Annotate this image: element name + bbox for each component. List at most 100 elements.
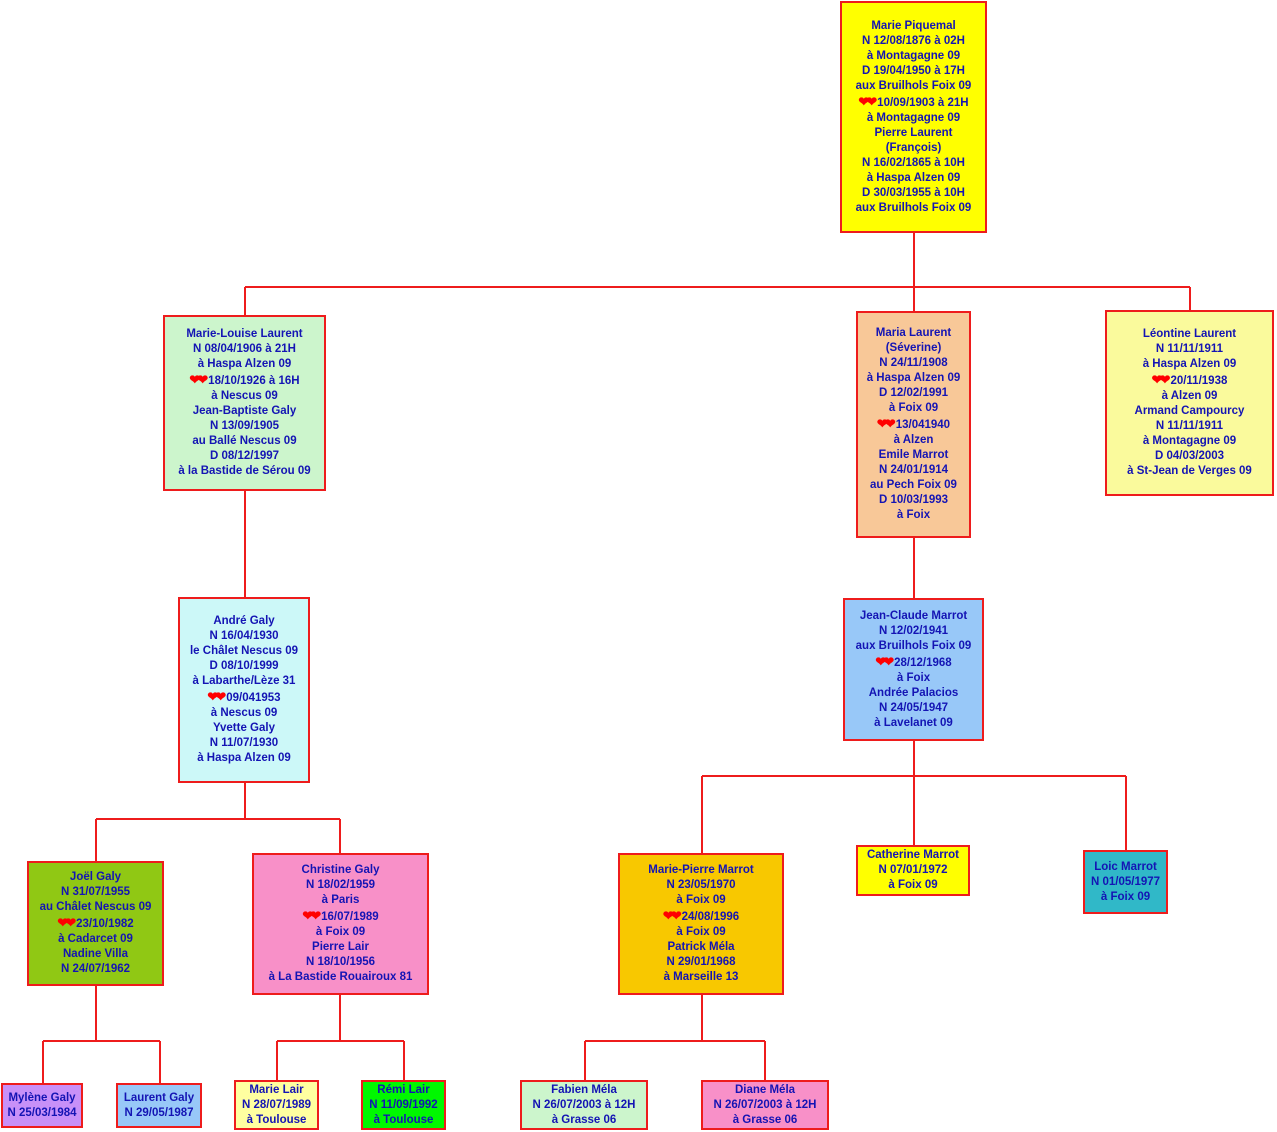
person-detail-text: 28/12/1968 (894, 656, 952, 669)
person-detail-line: Loic Marrot (1094, 860, 1157, 875)
person-detail-text: 20/11/1938 (1170, 375, 1228, 387)
person-detail-line: à la Bastide de Sérou 09 (178, 464, 310, 479)
person-detail-text: N 07/01/1972 (878, 864, 948, 876)
person-detail-text: (Séverine) (885, 342, 942, 354)
person-detail-text: Fabien Méla (551, 1083, 617, 1096)
person-detail-text: N 11/11/1911 (1155, 343, 1224, 355)
person-detail-text: à Marseille 13 (663, 971, 739, 983)
person-detail-text: D 10/03/1993 (878, 494, 949, 506)
person-box-marie-piquemal: Marie Piquemal N 12/08/1876 à 02H à Montag… (840, 1, 987, 233)
person-detail-text: aux Bruilhols Foix 09 (855, 79, 972, 92)
person-detail-line: Jean-Claude Marrot (860, 609, 967, 624)
person-detail-text: N 31/07/1955 (60, 886, 131, 898)
person-detail-line: à Haspa Alzen 09 (1143, 357, 1237, 372)
person-detail-text: Nadine Villa (63, 948, 128, 960)
person-detail-text: Pierre Lair (312, 941, 369, 953)
person-detail-line: N 13/09/1905 (210, 419, 279, 434)
person-detail-line: N 16/04/1930 (209, 629, 278, 644)
person-detail-line: N 29/01/1968 (666, 955, 735, 970)
person-detail-line: Joël Galy (70, 870, 121, 885)
person-detail-text: N 28/07/1989 (241, 1098, 312, 1111)
person-detail-text: N 12/08/1876 à 02H (862, 34, 965, 47)
person-detail-line: à Montagagne 09 (867, 49, 960, 64)
person-detail-text: à Alzen 09 (1161, 390, 1218, 402)
person-detail-line: Armand Campourcy (1135, 404, 1245, 419)
person-detail-text: D 19/04/1950 à 17H (862, 64, 965, 77)
person-detail-line: N 28/07/1989 (242, 1098, 311, 1113)
person-detail-line: Catherine Marrot (867, 848, 959, 863)
person-detail-text: aux Bruilhols Foix 09 (855, 201, 972, 214)
heart-icon: ❤❤ (875, 653, 894, 669)
person-detail-line: à La Bastide Rouairoux 81 (269, 970, 413, 985)
person-detail-text: à Haspa Alzen 09 (866, 372, 961, 384)
person-detail-text: à Foix 09 (1100, 890, 1151, 903)
person-detail-line: N 11/07/1930 (210, 736, 278, 751)
person-detail-text: Patrick Méla (667, 941, 735, 953)
person-detail-text: Catherine Marrot (866, 849, 960, 861)
heart-icon: ❤❤ (876, 416, 896, 431)
person-detail-text: Rémi Lair (377, 1083, 430, 1096)
person-detail-line: à Alzen 09 (1162, 389, 1218, 404)
person-detail-line: D 08/12/1997 (210, 449, 279, 464)
person-detail-text: à Montagagne 09 (1142, 435, 1237, 447)
person-detail-text: à Foix 09 (888, 402, 939, 414)
person-detail-line: N 26/07/2003 à 12H (533, 1098, 636, 1113)
person-detail-text: Emile Marrot (878, 449, 949, 461)
person-detail-text: N 24/07/1962 (60, 963, 131, 975)
person-detail-text: N 29/05/1987 (124, 1106, 194, 1119)
person-detail-text: N 26/07/2003 à 12H (713, 1098, 817, 1111)
person-detail-line: à Foix (897, 508, 930, 523)
person-detail-line: à Foix 09 (676, 925, 725, 940)
person-detail-text: à Grasse 06 (551, 1113, 617, 1126)
person-detail-text: Jean-Claude Marrot (859, 609, 968, 622)
marriage-line: ❤❤16/07/1989 (302, 908, 378, 925)
person-box-fabien-mela: Fabien Méla N 26/07/2003 à 12H à Grasse 06 (520, 1080, 648, 1130)
person-detail-text: N 26/07/2003 à 12H (532, 1098, 636, 1111)
person-detail-text: Marie Piquemal (871, 19, 956, 32)
person-detail-line: à Foix 09 (316, 925, 365, 940)
person-detail-line: Rémi Lair (377, 1083, 429, 1098)
person-detail-text: à Labarthe/Lèze 31 (192, 675, 296, 687)
person-detail-line: aux Bruilhols Foix 09 (856, 639, 972, 654)
person-detail-text: à Foix 09 (888, 879, 938, 891)
person-detail-line: Diane Méla (735, 1083, 795, 1098)
person-detail-text: à Toulouse (373, 1113, 434, 1126)
person-detail-text: Mylène Galy (8, 1091, 76, 1104)
person-detail-text: Christine Galy (301, 864, 380, 876)
marriage-line: ❤❤28/12/1968 (875, 654, 951, 671)
person-detail-line: D 12/02/1991 (879, 386, 948, 401)
heart-icon: ❤❤ (662, 908, 682, 923)
person-detail-line: à Grasse 06 (733, 1113, 798, 1128)
person-detail-line: à Foix 09 (1101, 890, 1150, 905)
person-detail-line: N 31/07/1955 (61, 885, 130, 900)
person-detail-text: N 24/05/1947 (878, 701, 949, 714)
person-detail-line: à Toulouse (374, 1113, 434, 1128)
person-detail-line: N 24/05/1947 (879, 701, 948, 716)
person-detail-line: N 11/11/1911 (1156, 419, 1223, 434)
person-detail-line: N 11/11/1911 (1156, 342, 1223, 357)
person-detail-text: à Haspa Alzen 09 (1142, 358, 1237, 370)
person-detail-line: N 07/01/1972 (878, 863, 947, 878)
person-detail-text: Armand Campourcy (1134, 405, 1245, 417)
person-detail-line: à Grasse 06 (552, 1113, 617, 1128)
person-detail-line: à Foix (897, 671, 930, 686)
person-detail-line: Pierre Laurent (875, 126, 953, 141)
person-detail-text: Yvette Galy (212, 722, 275, 734)
person-detail-text: 13/041940 (895, 419, 951, 431)
person-detail-text: à Foix 09 (315, 926, 366, 938)
person-detail-text: N 12/02/1941 (878, 624, 949, 637)
person-detail-text: Andrée Palacios (868, 686, 959, 699)
person-detail-text: Léontine Laurent (1142, 328, 1237, 340)
person-detail-text: à Montagagne 09 (866, 49, 961, 62)
person-detail-text: N 23/05/1970 (666, 879, 736, 891)
person-detail-line: D 10/03/1993 (879, 493, 948, 508)
person-detail-text: Marie Lair (249, 1083, 304, 1096)
person-detail-line: à Haspa Alzen 09 (867, 171, 961, 186)
person-detail-text: N 13/09/1905 (209, 420, 280, 432)
